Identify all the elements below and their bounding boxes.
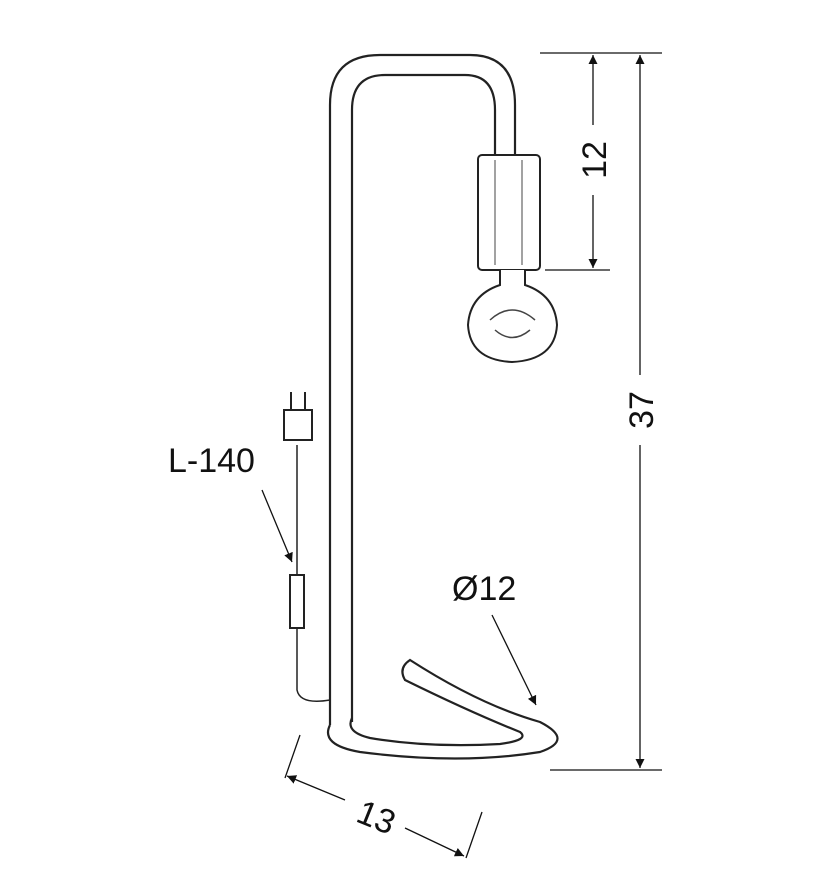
dimension-lines bbox=[261, 52, 662, 859]
lamp-frame bbox=[327, 53, 559, 760]
plug-icon bbox=[283, 409, 313, 441]
socket-height-label: 12 bbox=[576, 141, 614, 179]
cable-length-label: L-140 bbox=[168, 442, 255, 480]
lamp-socket bbox=[477, 154, 541, 271]
base-diameter-label: Ø12 bbox=[452, 570, 516, 608]
total-height-label: 37 bbox=[623, 391, 661, 429]
power-cable bbox=[283, 392, 331, 702]
depth-label: 13 bbox=[351, 793, 400, 842]
cable-switch bbox=[289, 574, 305, 629]
light-bulb bbox=[466, 270, 559, 364]
